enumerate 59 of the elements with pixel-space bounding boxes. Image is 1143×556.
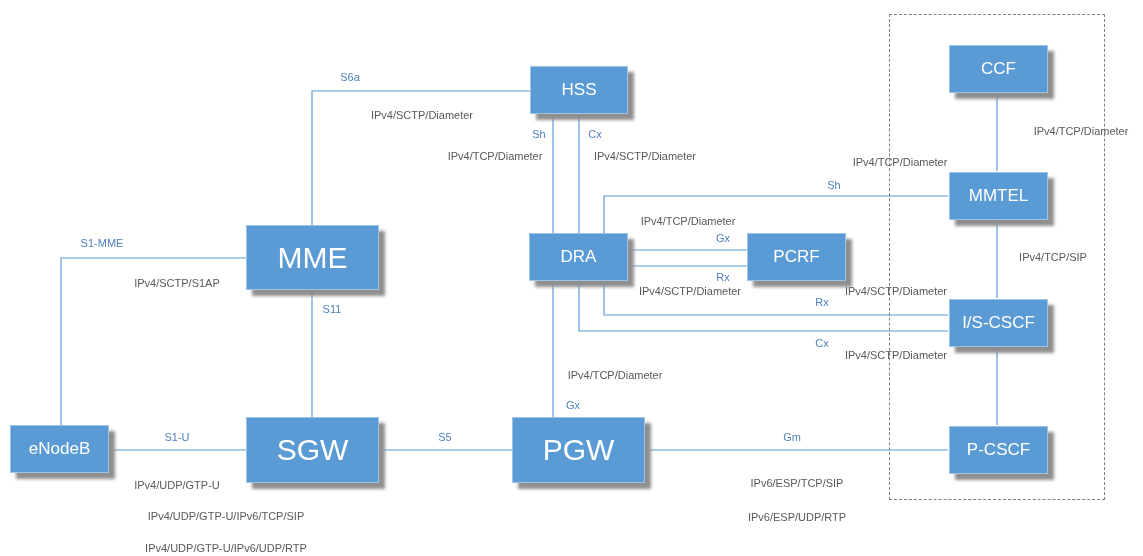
interface-label: Gm (782, 430, 802, 444)
network-element-box: HSS (530, 66, 628, 114)
protocol-label: IPv4/TCP/Diameter (852, 155, 948, 169)
network-element-box: CCF (949, 45, 1048, 93)
interface-label: Gx (714, 231, 732, 245)
network-element-box: I/S-CSCF (949, 299, 1048, 347)
connector-line (996, 218, 998, 299)
protocol-label: IPv4/UDP/GTP-U/IPv6/TCP/SIP (147, 509, 305, 523)
protocol-label: IPv6/ESP/TCP/SIP (750, 476, 844, 490)
network-element-box: eNodeB (10, 425, 109, 473)
interface-label: Rx (814, 295, 830, 309)
interface-label: S1-MME (79, 236, 125, 250)
connector-line (552, 113, 554, 234)
network-element-box: MME (246, 225, 379, 290)
network-element-box: PCRF (747, 233, 846, 281)
protocol-label: IPv4/SCTP/Diameter (844, 348, 948, 362)
interface-label: Rx (715, 270, 731, 284)
connector-line (644, 449, 949, 451)
network-element-box: PGW (512, 417, 645, 483)
network-element-box: SGW (246, 417, 379, 483)
protocol-label: IPv6/ESP/UDP/RTP (747, 510, 847, 524)
interface-label: Gx (564, 398, 582, 412)
protocol-label: IPv4/TCP/Diameter (1033, 124, 1129, 138)
connector-line (311, 289, 313, 418)
protocol-label: IPv4/TCP/Diameter (640, 214, 736, 228)
connector-line (578, 113, 580, 234)
interface-label: Cx (587, 127, 603, 141)
connector-line (378, 449, 513, 451)
connector-line (996, 345, 998, 426)
connector-line (603, 195, 949, 234)
interface-label: S1-U (163, 430, 191, 444)
protocol-label: IPv4/SCTP/Diameter (593, 149, 697, 163)
interface-label: S11 (321, 302, 343, 316)
network-element-box: MMTEL (949, 172, 1048, 220)
protocol-label: IPv4/SCTP/Diameter (370, 108, 474, 122)
connector-line (996, 91, 998, 172)
protocol-label: IPv4/TCP/Diameter (567, 368, 663, 382)
interface-label: Sh (531, 127, 547, 141)
connector-line (108, 449, 247, 451)
connector-line (603, 280, 949, 316)
connector-line (627, 265, 748, 267)
interface-label: Cx (814, 336, 830, 350)
network-element-box: DRA (529, 233, 628, 281)
connector-line (627, 249, 748, 251)
protocol-label: IPv4/TCP/Diameter (447, 149, 543, 163)
connector-line (578, 280, 949, 332)
protocol-label: IPv4/SCTP/S1AP (134, 276, 220, 290)
connector-line (60, 257, 247, 426)
protocol-label: IPv4/TCP/SIP (1019, 250, 1087, 264)
connector-line (552, 280, 554, 418)
network-element-box: P-CSCF (949, 426, 1048, 474)
protocol-label: IPv4/UDP/GTP-U/IPv6/UDP/RTP (145, 541, 307, 555)
interface-label: Sh (826, 178, 842, 192)
connector-line (311, 90, 531, 226)
protocol-label: IPv4/SCTP/Diameter (638, 284, 742, 298)
interface-label: S5 (437, 430, 453, 444)
protocol-label: IPv4/UDP/GTP-U (134, 478, 220, 492)
protocol-label: IPv4/SCTP/Diameter (844, 284, 948, 298)
interface-label: S6a (339, 70, 361, 84)
